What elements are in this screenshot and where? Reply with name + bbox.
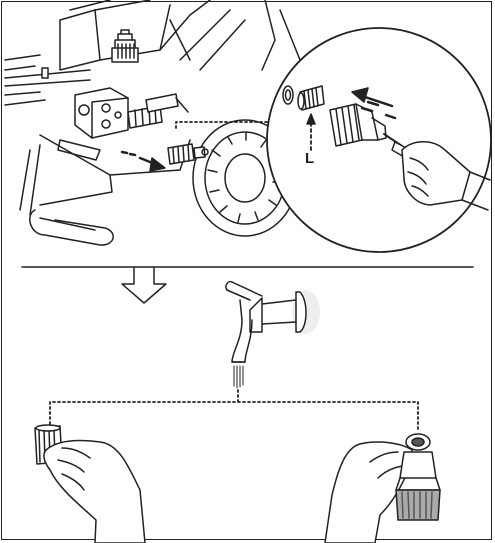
zoom-detail-circle xyxy=(267,28,491,252)
filter-insert-rinse-illustration xyxy=(35,425,145,543)
dotted-connector-lines xyxy=(50,390,418,432)
water-tap-icon xyxy=(226,282,320,388)
down-arrow-icon xyxy=(122,268,166,303)
pressure-washer-illustration xyxy=(5,0,300,245)
inlet-connector-icon xyxy=(168,144,208,164)
fill-cap-icon xyxy=(112,30,138,62)
connector-rinse-illustration xyxy=(325,434,440,543)
hand-icon xyxy=(44,440,145,543)
pump-block-icon xyxy=(75,88,128,138)
callout-label-L: L xyxy=(305,150,314,167)
pull-arrow-icon xyxy=(122,152,165,171)
